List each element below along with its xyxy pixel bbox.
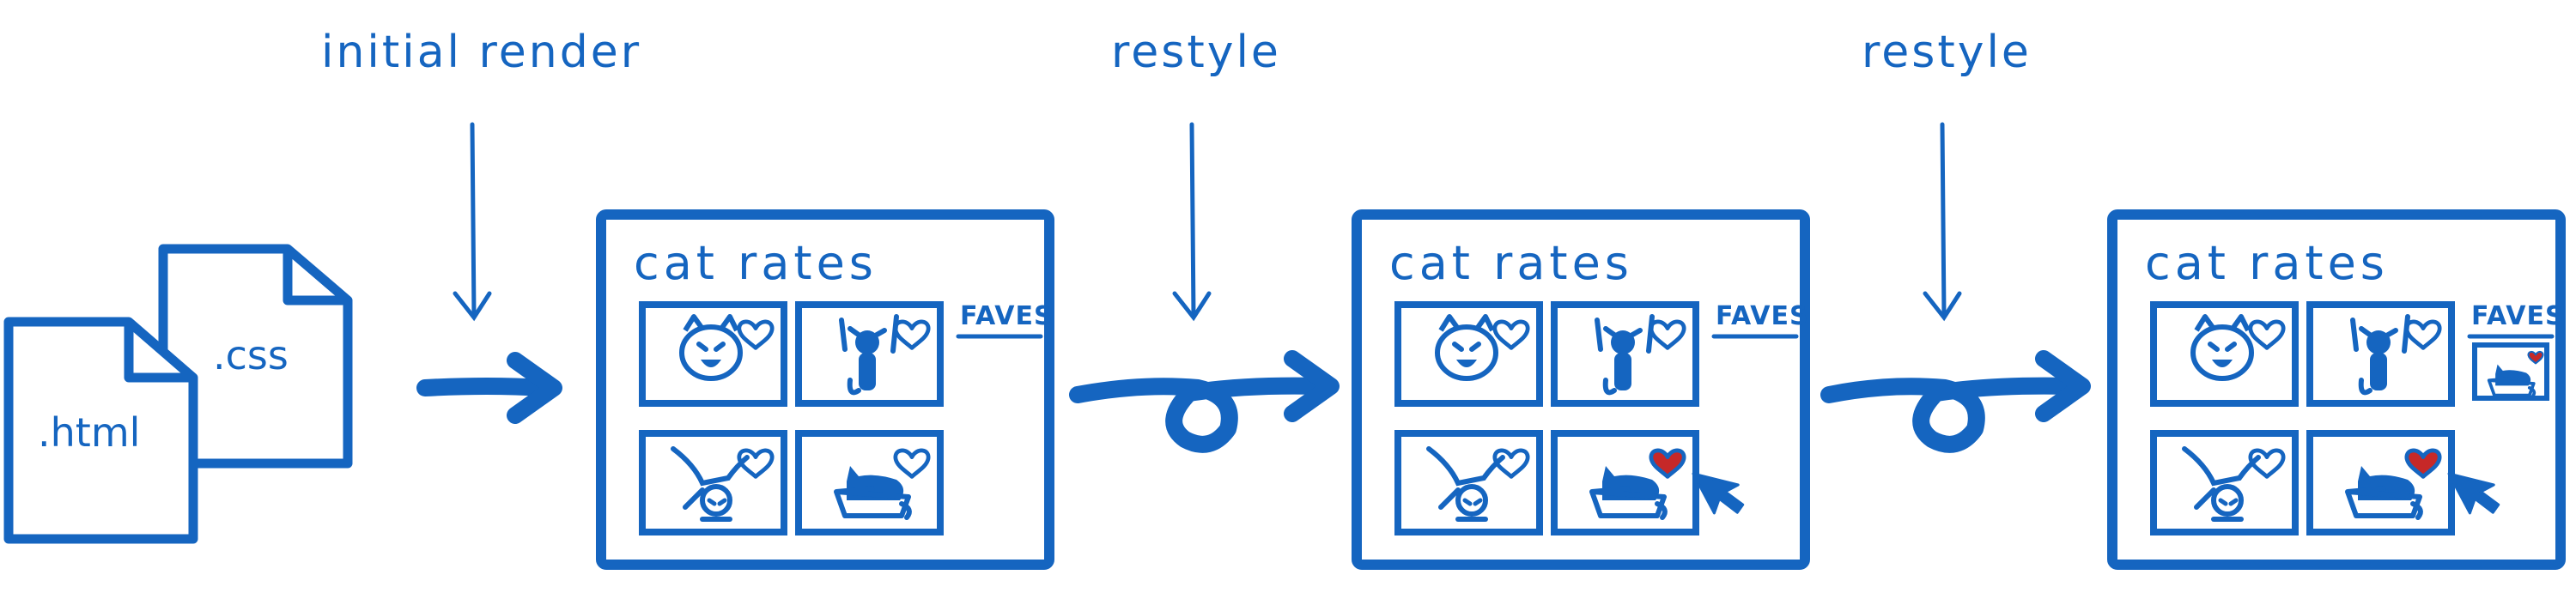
cat-tile[interactable] [799, 305, 940, 403]
loop-arrow-stage1-to-stage2 [1078, 359, 1331, 445]
html-file-icon: .html [9, 322, 193, 539]
app-title: cat rates [2145, 236, 2389, 290]
cat-tile[interactable] [642, 305, 784, 403]
arrow-files-to-stage1 [425, 360, 554, 415]
stage-label-restyle-2: restyle [1862, 27, 2032, 78]
cat-tile[interactable] [2310, 305, 2451, 403]
fave-thumbnail[interactable] [2475, 345, 2547, 398]
faves-label: FAVES [960, 301, 1054, 331]
cat-tile[interactable] [642, 433, 784, 532]
cat-tile[interactable] [1398, 433, 1540, 532]
cat-tile[interactable] [2154, 305, 2295, 403]
cat-tile[interactable] [2310, 433, 2451, 532]
loop-arrow-stage2-to-stage3 [1829, 359, 2082, 445]
cat-tile[interactable] [1554, 305, 1696, 403]
cat-tile[interactable] [1554, 433, 1696, 532]
faves-label: FAVES [1716, 301, 1809, 331]
html-file-label: .html [38, 409, 140, 456]
down-arrow-3 [1925, 124, 1959, 318]
faves-label: FAVES [2471, 301, 2565, 331]
cat-tile[interactable] [799, 433, 940, 532]
down-arrow-2 [1175, 124, 1209, 318]
cat-tile[interactable] [1398, 305, 1540, 403]
stage-label-initial-render: initial render [321, 27, 641, 78]
stage-label-restyle-1: restyle [1111, 27, 1281, 78]
app-title: cat rates [1389, 236, 1633, 290]
down-arrow-1 [455, 124, 489, 318]
css-file-label: .css [213, 332, 289, 378]
cat-tile[interactable] [2154, 433, 2295, 532]
app-title: cat rates [634, 236, 878, 290]
